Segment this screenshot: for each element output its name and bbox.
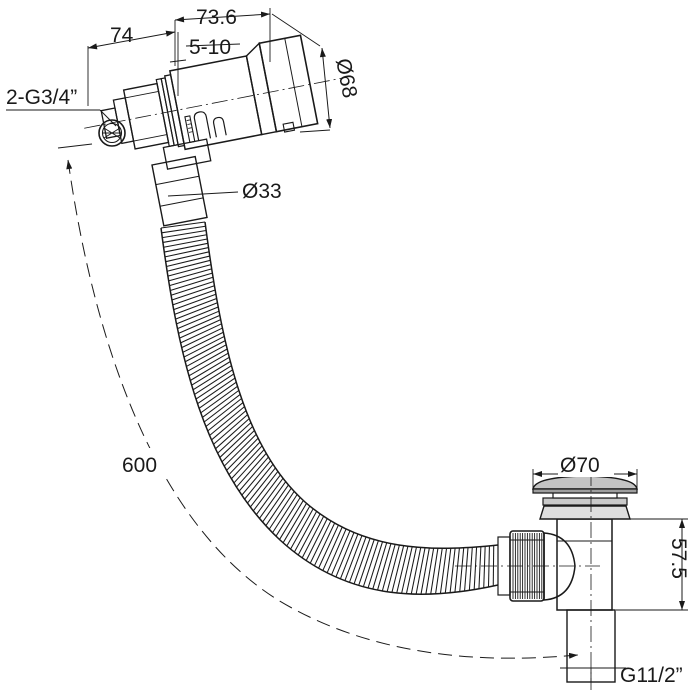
internal-valve-detail — [184, 111, 227, 143]
callout-thread-g1-1-2-label: G11/2” — [620, 664, 683, 687]
barrel-step — [245, 41, 278, 136]
dimension-73-6-label: 73.6 — [196, 6, 237, 29]
waste-body — [556, 518, 613, 611]
seal-washer — [542, 497, 628, 506]
hose-inner-edge — [204, 221, 499, 550]
cap-rim — [532, 488, 638, 494]
callout-thread-g3-4: 2-G3/4” — [6, 86, 117, 127]
dimension-diameter-33-label: Ø33 — [242, 180, 282, 203]
nut-edge-line — [125, 90, 159, 99]
click-clack-cap — [532, 475, 638, 490]
dimension-diameter-70: Ø70 — [532, 454, 638, 488]
dimension-diameter-68-label: Ø68 — [331, 57, 361, 100]
callout-thread-g1-1-2: G11/2” — [560, 664, 683, 687]
dimension-57-5: 57.5 — [613, 518, 690, 611]
centerline-overflow — [84, 76, 348, 129]
cap-inner-line — [284, 38, 303, 127]
overflow-head-assembly — [84, 34, 348, 170]
overflow-cap — [258, 34, 319, 133]
dimension-57-5-label: 57.5 — [667, 538, 690, 579]
callout-thread-g3-4-label: 2-G3/4” — [6, 86, 77, 109]
cap-foot — [282, 121, 296, 133]
g34-connector — [98, 119, 126, 147]
dimension-74: 74 — [87, 20, 176, 106]
nut-edge-line-2 — [133, 134, 168, 142]
overflow-outlet-stub — [162, 138, 212, 170]
dimension-74-label: 74 — [110, 24, 134, 47]
corrugated-hose — [160, 221, 499, 595]
dimension-600-label: 600 — [122, 454, 157, 477]
dimension-73-6: 73.6 — [174, 6, 271, 62]
dimension-600-arc — [66, 159, 579, 659]
waste-elbow — [543, 532, 576, 601]
dimension-diameter-33: Ø33 — [167, 180, 282, 203]
waste-top-collar — [539, 505, 631, 520]
hose-corrugation-ribs — [160, 221, 499, 595]
dimension-600: 600 — [57, 143, 579, 659]
dimension-5-10: 5-10 — [169, 32, 241, 96]
dimension-5-10-label: 5-10 — [189, 36, 231, 59]
dimension-diameter-70-label: Ø70 — [560, 454, 600, 477]
